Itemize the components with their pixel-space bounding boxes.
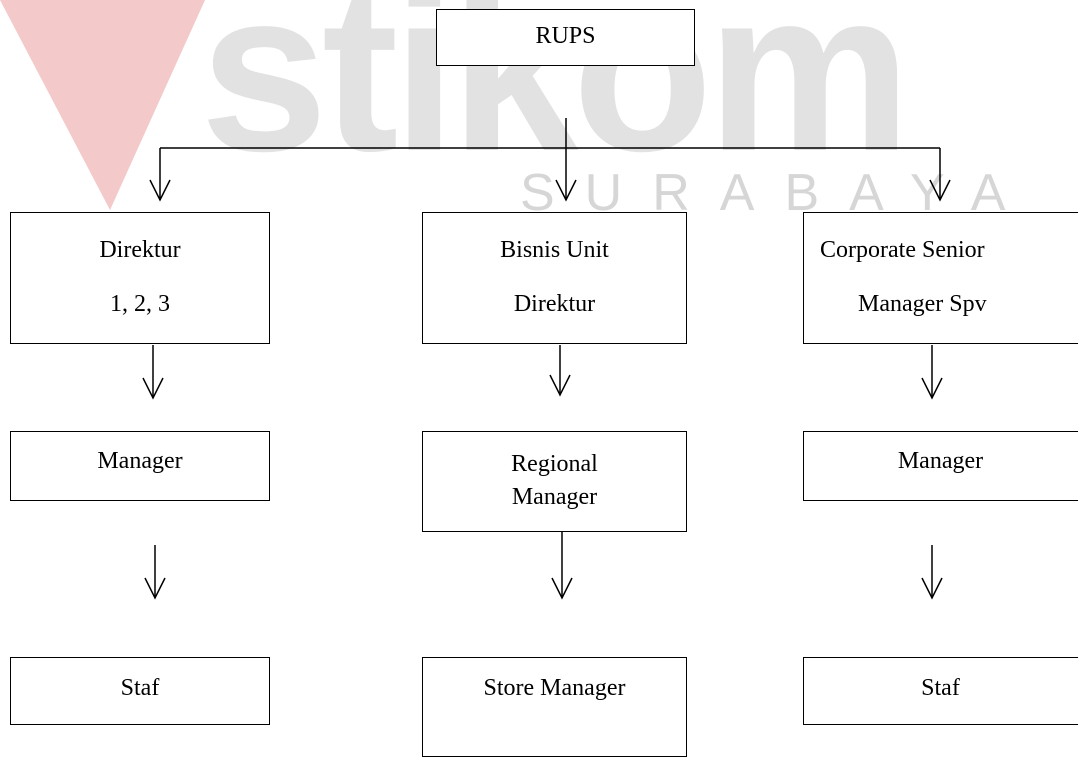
node-label: RUPS [535,23,596,49]
arrowhead [555,179,577,202]
node-regional-manager: Regional Manager [422,431,687,532]
node-label: Direktur [513,291,596,317]
watermark-accent-shape [0,0,205,210]
node-label: Corporate Senior [820,237,985,263]
node-label: Regional [511,451,598,477]
node-bisnis-unit: Bisnis Unit Direktur [422,212,687,344]
node-label: Manager Spv [858,291,987,317]
arrowhead [149,179,171,202]
node-label: Direktur [99,237,181,263]
arrowhead [921,377,943,400]
node-label: 1, 2, 3 [110,291,170,317]
node-manager-right: Manager [803,431,1078,501]
node-manager-left: Manager [10,431,270,501]
node-staf-right: Staf [803,657,1078,725]
arrowhead [549,374,571,397]
node-label: Store Manager [483,675,626,701]
node-label: Manager [97,448,183,474]
node-label: Bisnis Unit [500,237,609,263]
arrowhead [929,179,951,202]
node-label: Staf [120,675,160,701]
node-corporate: Corporate Senior Manager Spv [803,212,1078,344]
node-label: Manager [897,448,984,474]
node-direktur: Direktur 1, 2, 3 [10,212,270,344]
node-label: Manager [511,484,598,510]
arrowhead [144,577,166,600]
node-store-manager: Store Manager [422,657,687,757]
node-rups: RUPS [436,9,695,66]
node-staf-left: Staf [10,657,270,725]
arrowhead [142,377,164,400]
node-label: Staf [921,675,960,701]
arrowhead [551,577,573,600]
arrowhead [921,577,943,600]
